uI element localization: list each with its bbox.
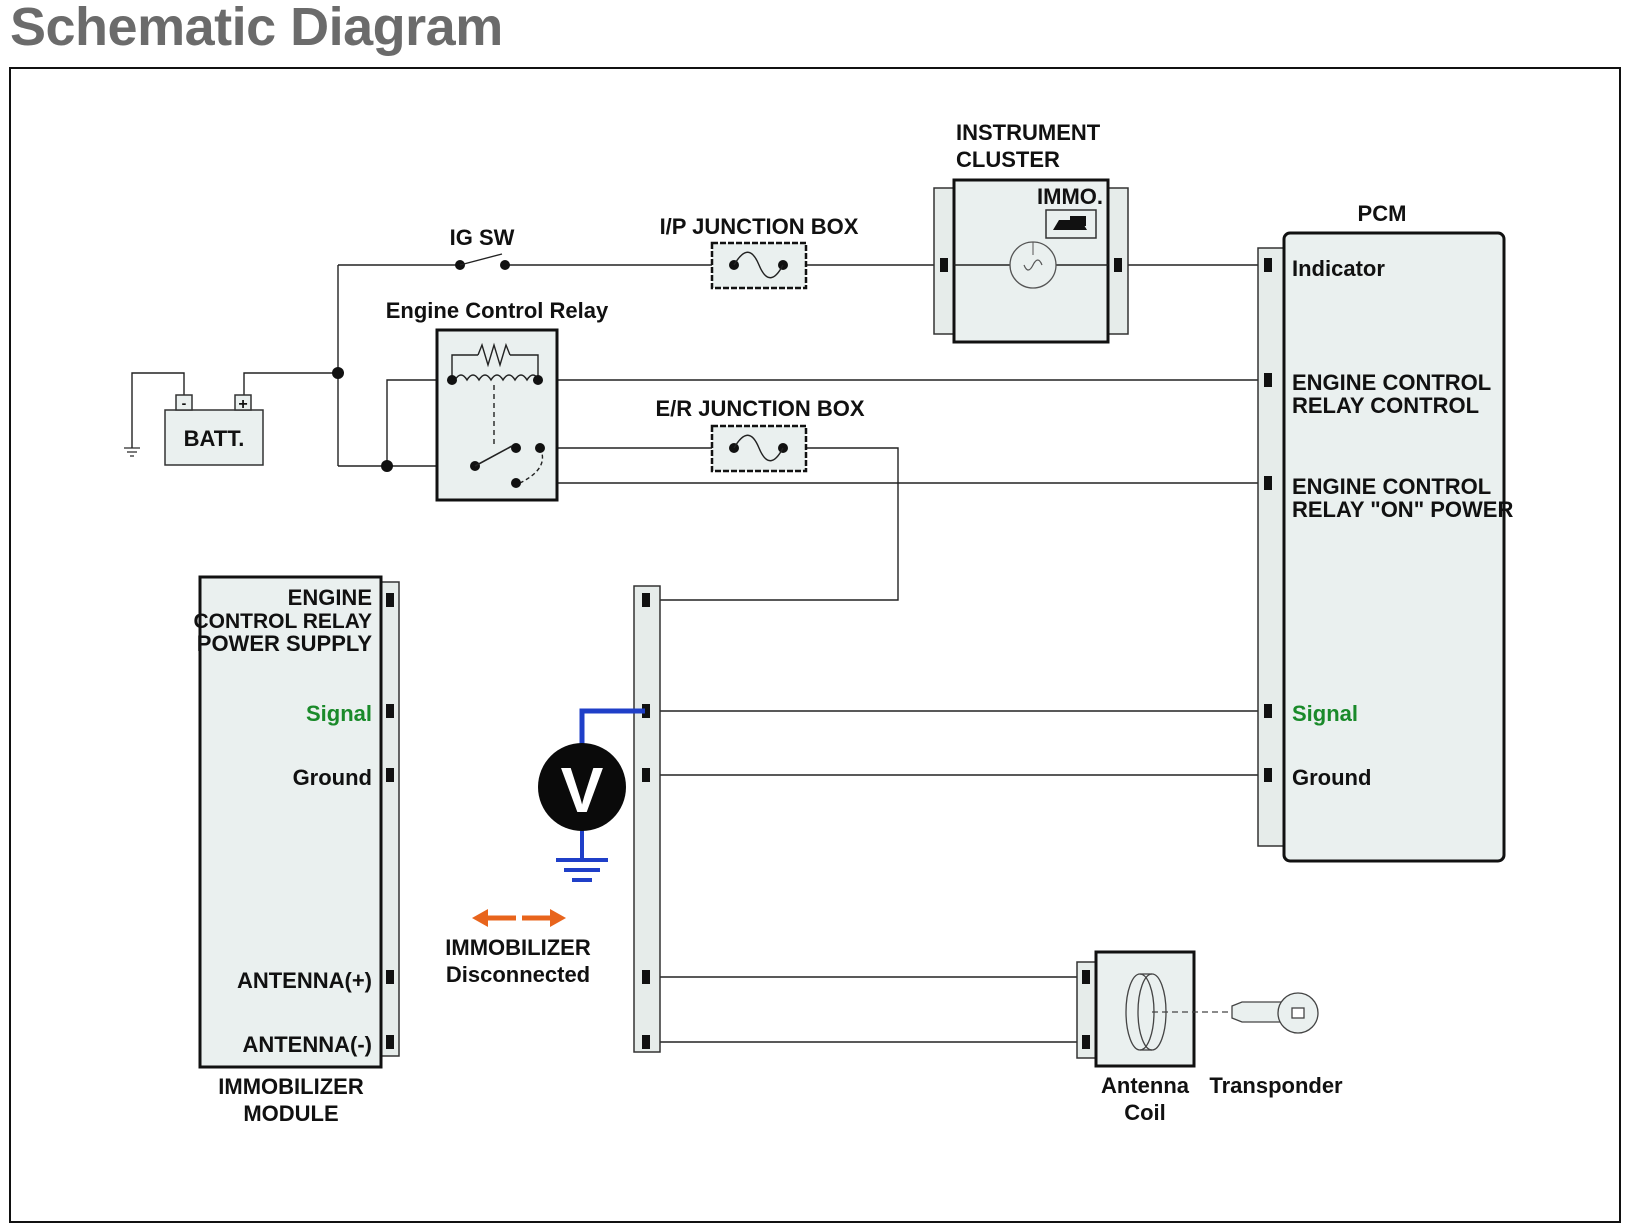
voltmeter-label: V: [561, 754, 604, 826]
pcm-pin-ground: Ground: [1292, 765, 1371, 790]
pcm-pin-indicator: Indicator: [1292, 256, 1385, 281]
immo-pin-ecr-power-1: ENGINE: [288, 585, 372, 610]
pcm-pin-signal: Signal: [1292, 701, 1358, 726]
wires: [131, 264, 1268, 1043]
instrument-cluster-label-2: CLUSTER: [956, 147, 1060, 172]
immobilizer-module: ENGINE CONTROL RELAY POWER SUPPLY Signal…: [193, 575, 400, 1069]
immobilizer-module-label-1: IMMOBILIZER: [218, 1074, 364, 1099]
antenna-coil-label-2: Coil: [1124, 1100, 1166, 1125]
lamp-icon: [1009, 241, 1057, 289]
engine-control-relay-label: Engine Control Relay: [386, 298, 609, 323]
page-title: Schematic Diagram: [10, 0, 503, 57]
immobilizer-disconnected-label-1: IMMOBILIZER: [445, 935, 591, 960]
antenna-coil-label-1: Antenna: [1101, 1073, 1190, 1098]
harness-connector: [633, 585, 661, 1053]
antenna-coil: [1076, 950, 1232, 1068]
battery-minus-icon: -: [182, 395, 187, 411]
immo-pin-antenna-minus: ANTENNA(-): [242, 1032, 372, 1057]
immo-pin-ground: Ground: [293, 765, 372, 790]
transponder-label: Transponder: [1209, 1073, 1343, 1098]
key-icon: [1231, 992, 1319, 1034]
voltmeter-icon: [538, 743, 626, 831]
immo-pin-ecr-power-3: POWER SUPPLY: [197, 631, 373, 656]
fuse-icon: [729, 434, 788, 462]
immobilizer-disconnected-label-2: Disconnected: [446, 962, 590, 987]
pcm-label: PCM: [1358, 201, 1407, 226]
immo-pin-ecr-power-2: CONTROL RELAY: [193, 610, 372, 633]
ig-sw-label: IG SW: [450, 225, 515, 250]
pcm-pin-ecr-on-power-2: RELAY "ON" POWER: [1292, 497, 1513, 522]
meter-ground-icon: [556, 858, 608, 882]
car-key-icon: [1045, 209, 1097, 239]
switch-icon: [455, 253, 510, 270]
engine-control-relay: [435, 328, 559, 502]
immo-label: IMMO.: [1037, 184, 1103, 209]
battery: - + BATT.: [164, 394, 264, 466]
ip-junction-box: [710, 241, 808, 290]
pcm-pin-ecr-on-power-1: ENGINE CONTROL: [1292, 474, 1491, 499]
instrument-cluster-label-1: INSTRUMENT: [956, 120, 1101, 145]
voltmeter: V: [538, 708, 645, 882]
pcm: Indicator ENGINE CONTROL RELAY CONTROL E…: [1257, 231, 1513, 863]
er-junction-box-label: E/R JUNCTION BOX: [655, 396, 864, 421]
battery-label: BATT.: [184, 426, 245, 451]
battery-plus-icon: +: [238, 396, 247, 413]
pcm-pin-ecr-control-2: RELAY CONTROL: [1292, 393, 1479, 418]
immo-pin-antenna-plus: ANTENNA(+): [237, 968, 372, 993]
ip-junction-box-label: I/P JUNCTION BOX: [660, 214, 859, 239]
fuse-icon: [729, 251, 788, 279]
immobilizer-module-label-2: MODULE: [243, 1101, 338, 1126]
immo-pin-signal: Signal: [306, 701, 372, 726]
pcm-pin-ecr-control-1: ENGINE CONTROL: [1292, 370, 1491, 395]
ground-icon: [124, 447, 140, 457]
arrow-icon: [472, 909, 566, 927]
instrument-cluster: IMMO.: [933, 178, 1129, 344]
er-junction-box: [710, 424, 808, 473]
